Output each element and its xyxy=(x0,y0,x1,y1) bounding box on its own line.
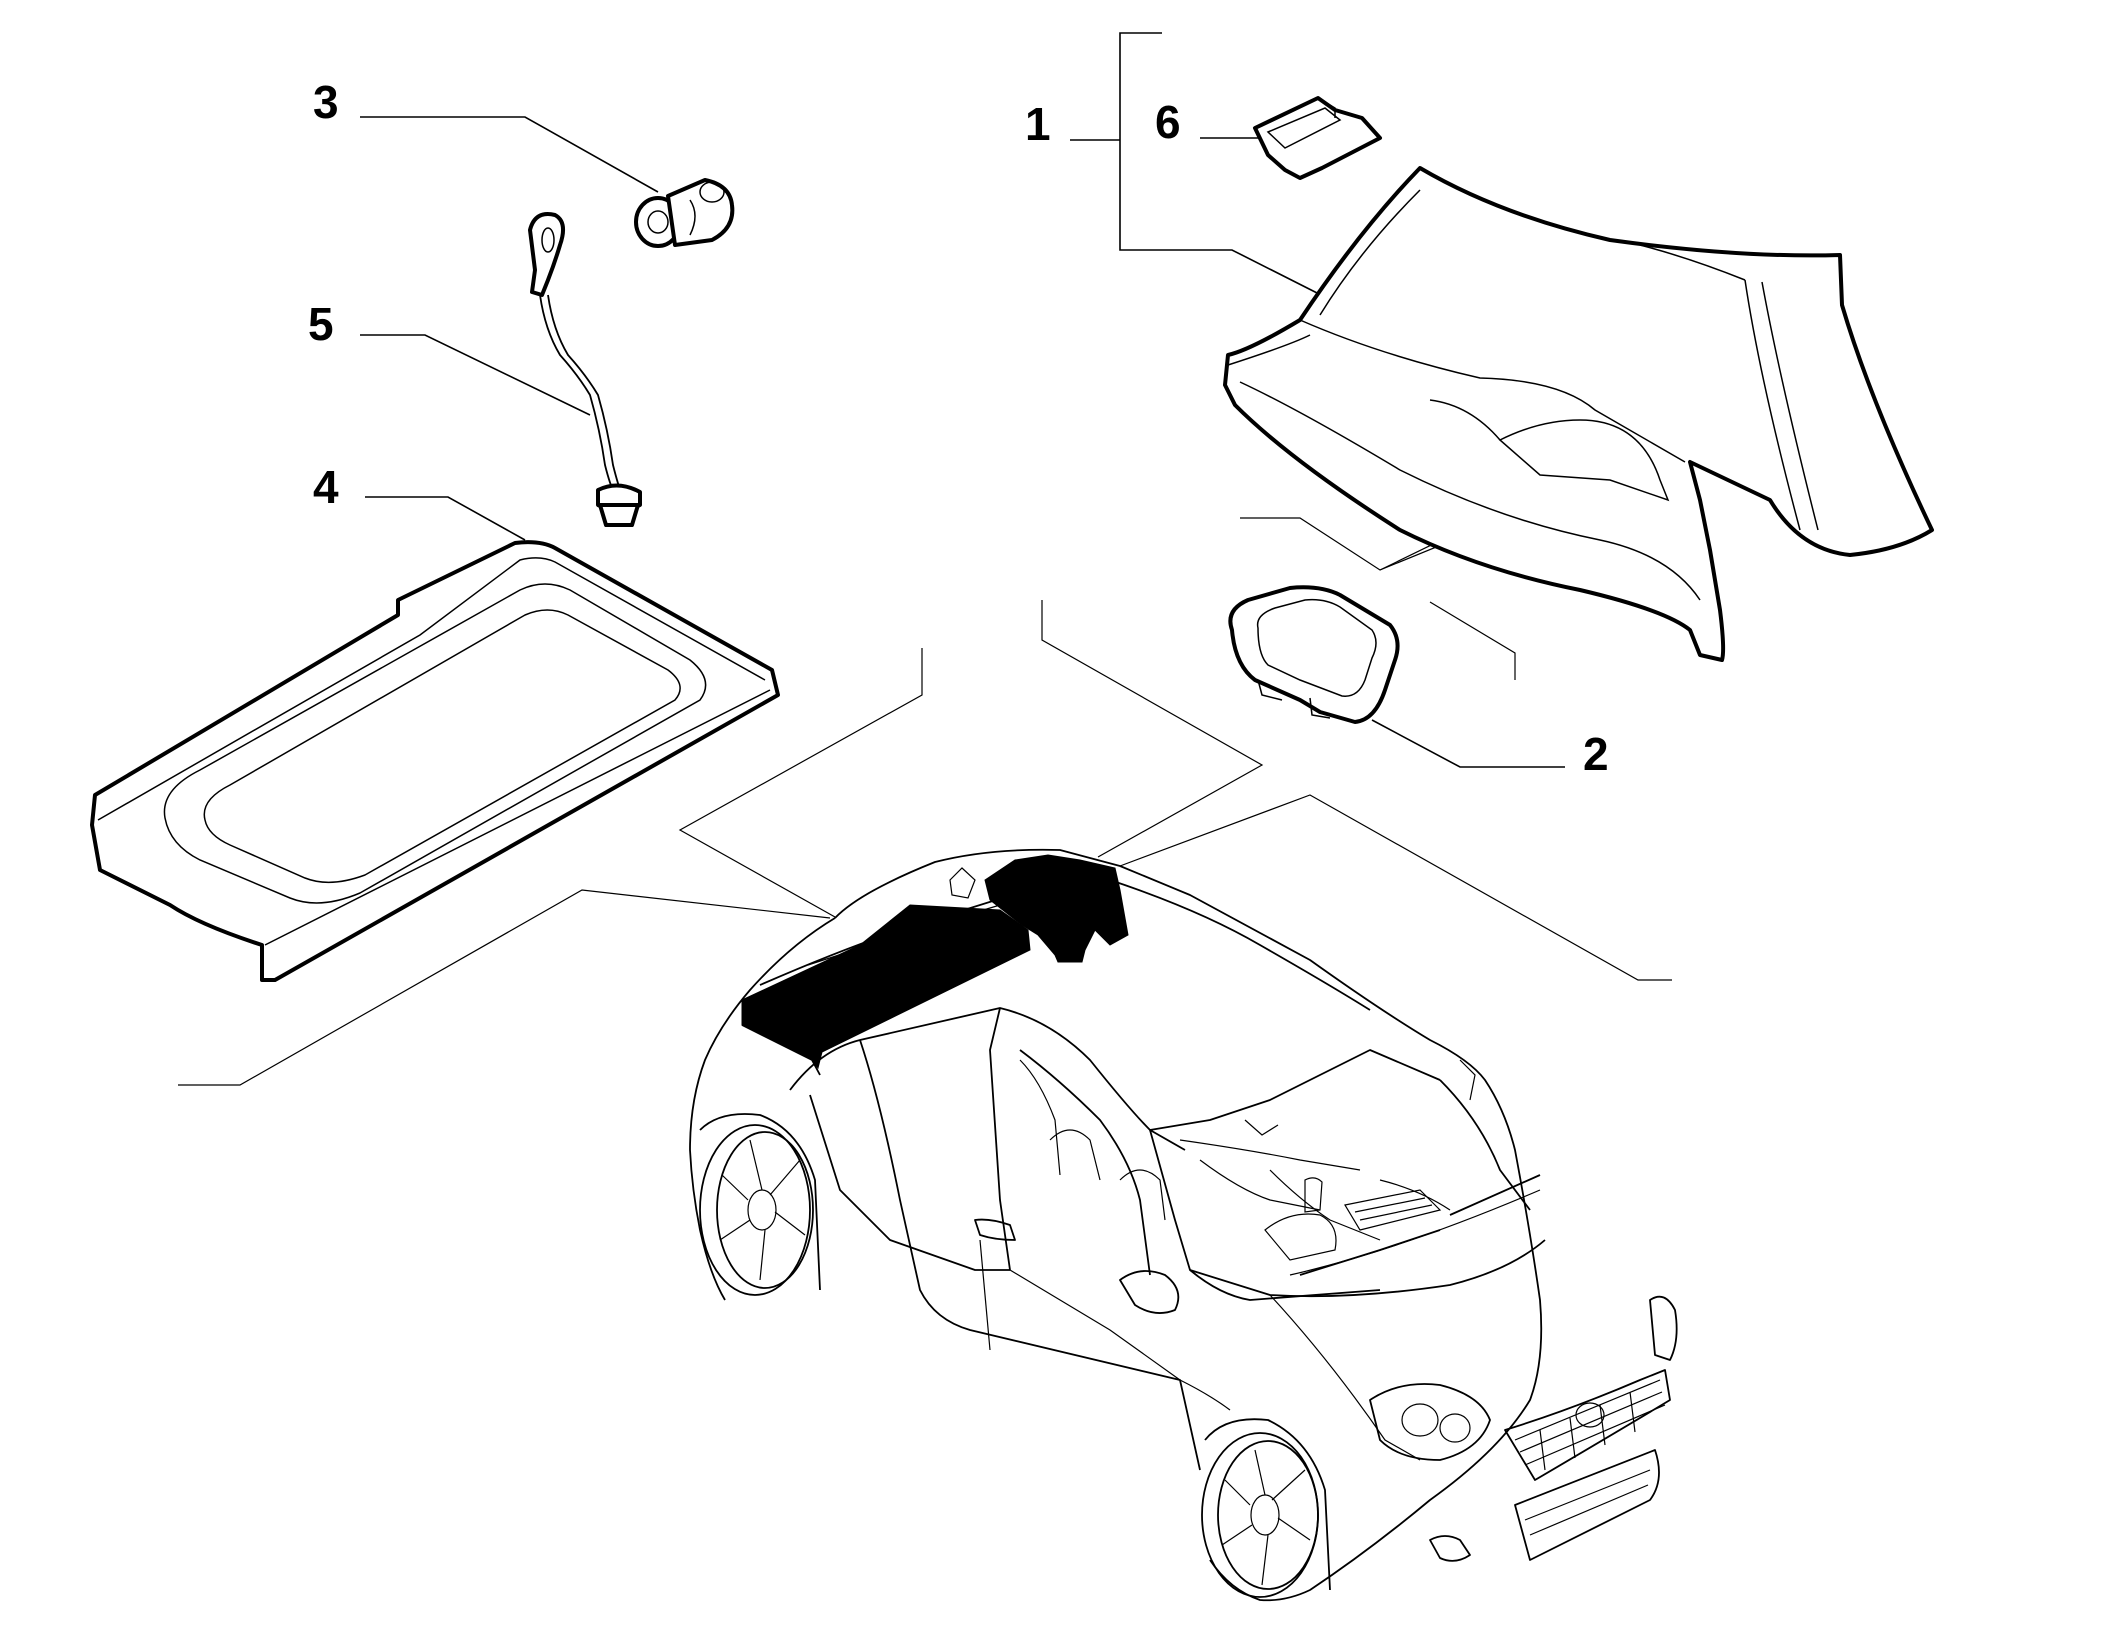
strap-eyelet xyxy=(528,212,566,297)
strap-clip-base xyxy=(598,503,640,527)
guide-right xyxy=(1119,794,1672,981)
part-5-strap xyxy=(528,212,642,527)
car-illustration xyxy=(689,848,1678,1602)
badge-emblem xyxy=(1575,1402,1605,1428)
clip-body xyxy=(666,178,735,247)
callout-6-label: 6 xyxy=(1155,96,1181,148)
guide-left-upper xyxy=(678,648,923,918)
guide-2-lower xyxy=(1429,601,1516,680)
part-2-trim-frame xyxy=(1228,585,1400,724)
part-1-side-trim xyxy=(1223,166,1934,662)
leader-4 xyxy=(365,496,526,541)
headlight-left xyxy=(1369,1383,1491,1461)
headlight-right xyxy=(1649,1295,1678,1361)
leader-5 xyxy=(360,334,591,416)
fog-light xyxy=(1429,1535,1471,1562)
front-wheel xyxy=(1201,1418,1331,1598)
callout-5-label: 5 xyxy=(308,298,334,350)
door-handle-rear xyxy=(974,1218,1016,1241)
callout-1-label: 1 xyxy=(1025,98,1051,150)
callout-4-label: 4 xyxy=(313,461,339,513)
callout-3-label: 3 xyxy=(313,76,339,128)
side-mirror xyxy=(1119,1270,1180,1314)
installed-side-trim xyxy=(984,854,1129,963)
part-4-parcel-shelf xyxy=(90,540,780,982)
bracket-1 xyxy=(1119,32,1326,298)
part-6-bracket xyxy=(1253,96,1382,180)
callout-2-label: 2 xyxy=(1583,728,1609,780)
leader-3 xyxy=(360,116,659,193)
rear-wheel xyxy=(699,1113,821,1296)
leader-2 xyxy=(1371,719,1565,768)
leader-6 xyxy=(1200,137,1269,143)
guide-4 xyxy=(178,889,831,1086)
part-3-clip xyxy=(634,178,735,248)
installed-parcel-shelf xyxy=(741,904,1031,1070)
guide-center xyxy=(1041,600,1264,858)
